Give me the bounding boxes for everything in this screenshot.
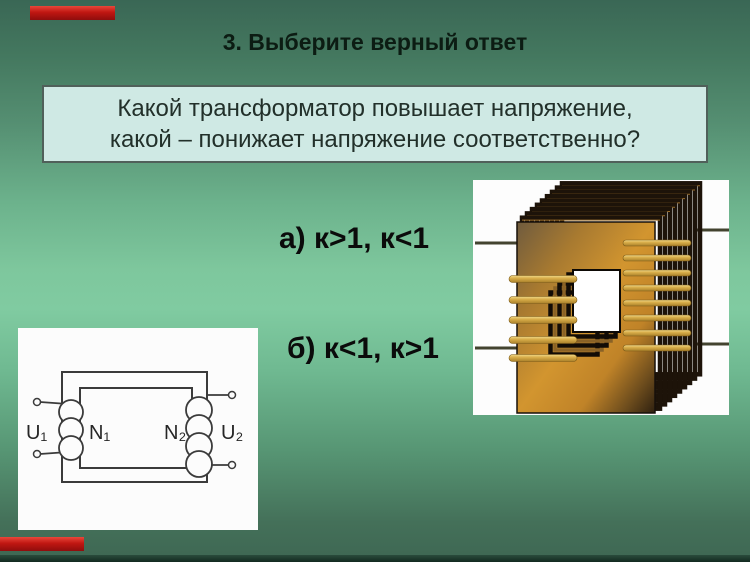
bottom-dark-strip xyxy=(0,555,750,562)
transformer-circuit-diagram: U₁ N₁ N₂ U₂ xyxy=(18,328,258,530)
question-box: Какой трансформатор повышает напряжение,… xyxy=(42,85,708,163)
transformer-3d-graphic xyxy=(475,181,729,414)
slide-title: 3. Выберите верный ответ xyxy=(222,29,528,55)
label-n1: N₁ xyxy=(89,422,110,444)
transformer-schematic-graphic: U₁ N₁ N₂ U₂ xyxy=(26,371,243,483)
answer-option-a: а) к>1, к<1 xyxy=(279,222,430,255)
label-n2: N₂ xyxy=(164,422,186,444)
transformer-3d-image xyxy=(473,180,729,415)
question-line-2: какой – понижает напряжение соответствен… xyxy=(109,126,641,153)
question-line-1: Какой трансформатор повышает напряжение, xyxy=(117,95,633,122)
answer-option-b: б) к<1, к>1 xyxy=(287,332,439,365)
red-accent-bar-top xyxy=(30,6,115,20)
label-u1: U₁ xyxy=(26,422,47,444)
label-u2: U₂ xyxy=(221,422,243,444)
red-accent-bar-bottom xyxy=(0,537,84,551)
